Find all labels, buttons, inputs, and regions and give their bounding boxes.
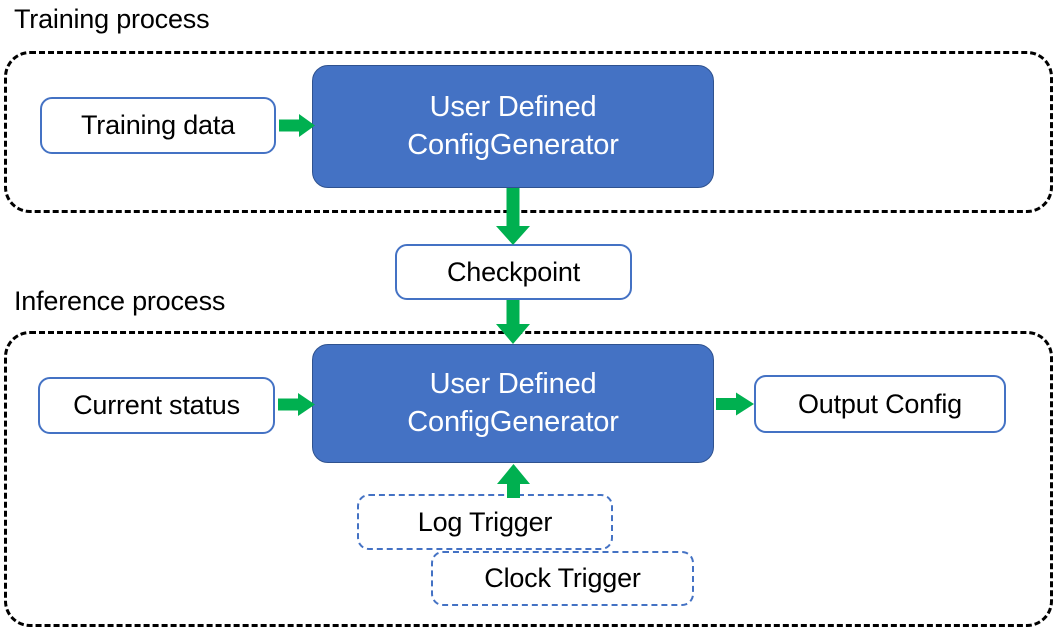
training-generator-line1: User Defined — [429, 91, 597, 124]
log-trigger-box[interactable]: Log Trigger — [357, 494, 613, 550]
inference-process-caption: Inference process — [14, 286, 226, 316]
inference-config-generator-box[interactable]: User Defined ConfigGenerator — [312, 344, 714, 463]
training-process-container — [4, 51, 1053, 213]
clock-trigger-box[interactable]: Clock Trigger — [431, 551, 694, 606]
training-process-caption: Training process — [14, 4, 210, 34]
output-config-box[interactable]: Output Config — [754, 375, 1006, 433]
inference-generator-line1: User Defined — [429, 368, 597, 401]
training-config-generator-box[interactable]: User Defined ConfigGenerator — [312, 65, 714, 188]
inference-generator-line2: ConfigGenerator — [407, 405, 619, 438]
checkpoint-box[interactable]: Checkpoint — [395, 244, 632, 300]
current-status-box[interactable]: Current status — [38, 377, 275, 434]
training-generator-line2: ConfigGenerator — [407, 128, 619, 161]
training-data-box[interactable]: Training data — [40, 97, 276, 154]
